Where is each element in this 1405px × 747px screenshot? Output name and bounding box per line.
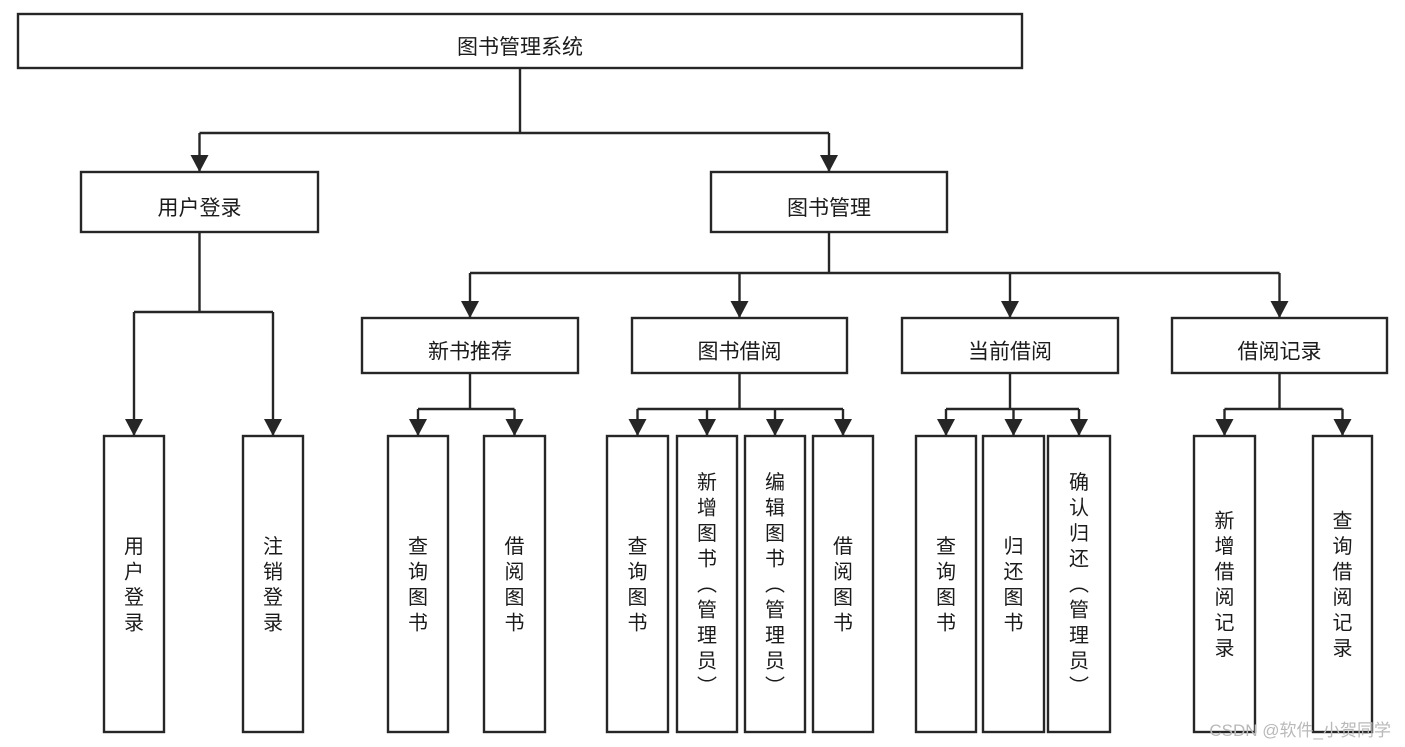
node-box[interactable]: [914, 434, 978, 734]
node-n-new-rec[interactable]: 新书推荐: [360, 316, 580, 375]
node-label: 借阅图书: [505, 535, 525, 635]
node-box[interactable]: [900, 316, 1120, 375]
node-l-query-record[interactable]: 查询借阅记录: [1311, 434, 1374, 734]
node-box[interactable]: [1192, 434, 1257, 734]
node-label: 归还图书: [1004, 535, 1024, 635]
node-label: 查询图书: [936, 535, 956, 635]
node-label: 查询图书: [628, 535, 648, 635]
node-root[interactable]: 图书管理系统: [16, 12, 1024, 70]
node-box[interactable]: [16, 12, 1024, 70]
node-l-borrow-book-2[interactable]: 借阅图书: [811, 434, 875, 734]
node-label: 新增图书︵管理员︶: [697, 471, 717, 698]
node-label: 借阅记录: [1238, 341, 1322, 364]
arrow-head-icon: [820, 155, 838, 172]
node-label: 确认归还︵管理员︶: [1069, 471, 1089, 698]
node-label: 当前借阅: [968, 341, 1052, 364]
node-label: 图书管理系统: [457, 36, 583, 59]
node-n-record[interactable]: 借阅记录: [1170, 316, 1389, 375]
node-box[interactable]: [811, 434, 875, 734]
node-label: 用户登录: [158, 197, 242, 220]
node-l-user-login[interactable]: 用户登录: [102, 434, 166, 734]
node-label: 新增借阅记录: [1215, 509, 1235, 660]
node-l-logout[interactable]: 注销登录: [241, 434, 305, 734]
node-box[interactable]: [743, 434, 807, 734]
node-l-add-book[interactable]: 新增图书︵管理员︶: [675, 434, 739, 734]
arrow-head-icon: [628, 419, 647, 436]
arrow-head-icon: [461, 301, 479, 318]
node-l-edit-book[interactable]: 编辑图书︵管理员︶: [743, 434, 807, 734]
node-label: 注销登录: [263, 535, 283, 635]
node-n-current[interactable]: 当前借阅: [900, 316, 1120, 375]
node-l-add-record[interactable]: 新增借阅记录: [1192, 434, 1257, 734]
arrow-head-icon: [1333, 419, 1352, 436]
arrow-head-icon: [834, 419, 852, 436]
node-box[interactable]: [1170, 316, 1389, 375]
node-label: 图书管理: [787, 197, 871, 220]
node-label: 新书推荐: [428, 341, 512, 364]
node-box[interactable]: [79, 170, 320, 234]
arrow-head-icon: [937, 419, 955, 436]
arrow-head-icon: [1070, 419, 1088, 436]
node-n-book-mgmt[interactable]: 图书管理: [709, 170, 949, 234]
node-box[interactable]: [102, 434, 166, 734]
node-n-user-login[interactable]: 用户登录: [79, 170, 320, 234]
arrow-head-icon: [409, 419, 427, 436]
arrow-head-icon: [125, 419, 143, 436]
node-label: 用户登录: [124, 536, 144, 635]
node-label: 编辑图书︵管理员︶: [765, 471, 785, 698]
node-box[interactable]: [386, 434, 450, 734]
node-box[interactable]: [605, 434, 670, 734]
edges-layer: [125, 68, 1352, 436]
arrow-head-icon: [766, 419, 784, 436]
arrow-head-icon: [698, 419, 716, 436]
arrow-head-icon: [1001, 301, 1019, 318]
node-box[interactable]: [675, 434, 739, 734]
node-label: 借阅图书: [833, 535, 853, 635]
node-l-confirm-return[interactable]: 确认归还︵管理员︶: [1046, 434, 1112, 734]
node-n-borrow[interactable]: 图书借阅: [630, 316, 849, 375]
node-l-return-book[interactable]: 归还图书: [981, 434, 1046, 734]
arrow-head-icon: [730, 301, 749, 318]
node-box[interactable]: [1046, 434, 1112, 734]
arrow-head-icon: [190, 155, 209, 172]
node-label: 图书借阅: [698, 341, 782, 364]
arrow-head-icon: [1215, 419, 1234, 436]
arrow-head-icon: [505, 419, 524, 436]
arrow-head-icon: [1004, 419, 1023, 436]
node-l-query-book-1[interactable]: 查询图书: [386, 434, 450, 734]
node-box[interactable]: [630, 316, 849, 375]
node-label: 查询图书: [408, 535, 428, 635]
node-l-query-book-2[interactable]: 查询图书: [605, 434, 670, 734]
nodes-layer: 图书管理系统用户登录图书管理新书推荐图书借阅当前借阅借阅记录用户登录注销登录查询…: [16, 12, 1389, 734]
node-box[interactable]: [981, 434, 1046, 734]
arrow-head-icon: [1270, 301, 1289, 318]
node-label: 查询借阅记录: [1333, 509, 1353, 660]
node-l-query-book-3[interactable]: 查询图书: [914, 434, 978, 734]
node-box[interactable]: [360, 316, 580, 375]
node-box[interactable]: [1311, 434, 1374, 734]
node-box[interactable]: [709, 170, 949, 234]
node-box[interactable]: [482, 434, 547, 734]
node-l-borrow-book-1[interactable]: 借阅图书: [482, 434, 547, 734]
arrow-head-icon: [264, 419, 282, 436]
node-box[interactable]: [241, 434, 305, 734]
